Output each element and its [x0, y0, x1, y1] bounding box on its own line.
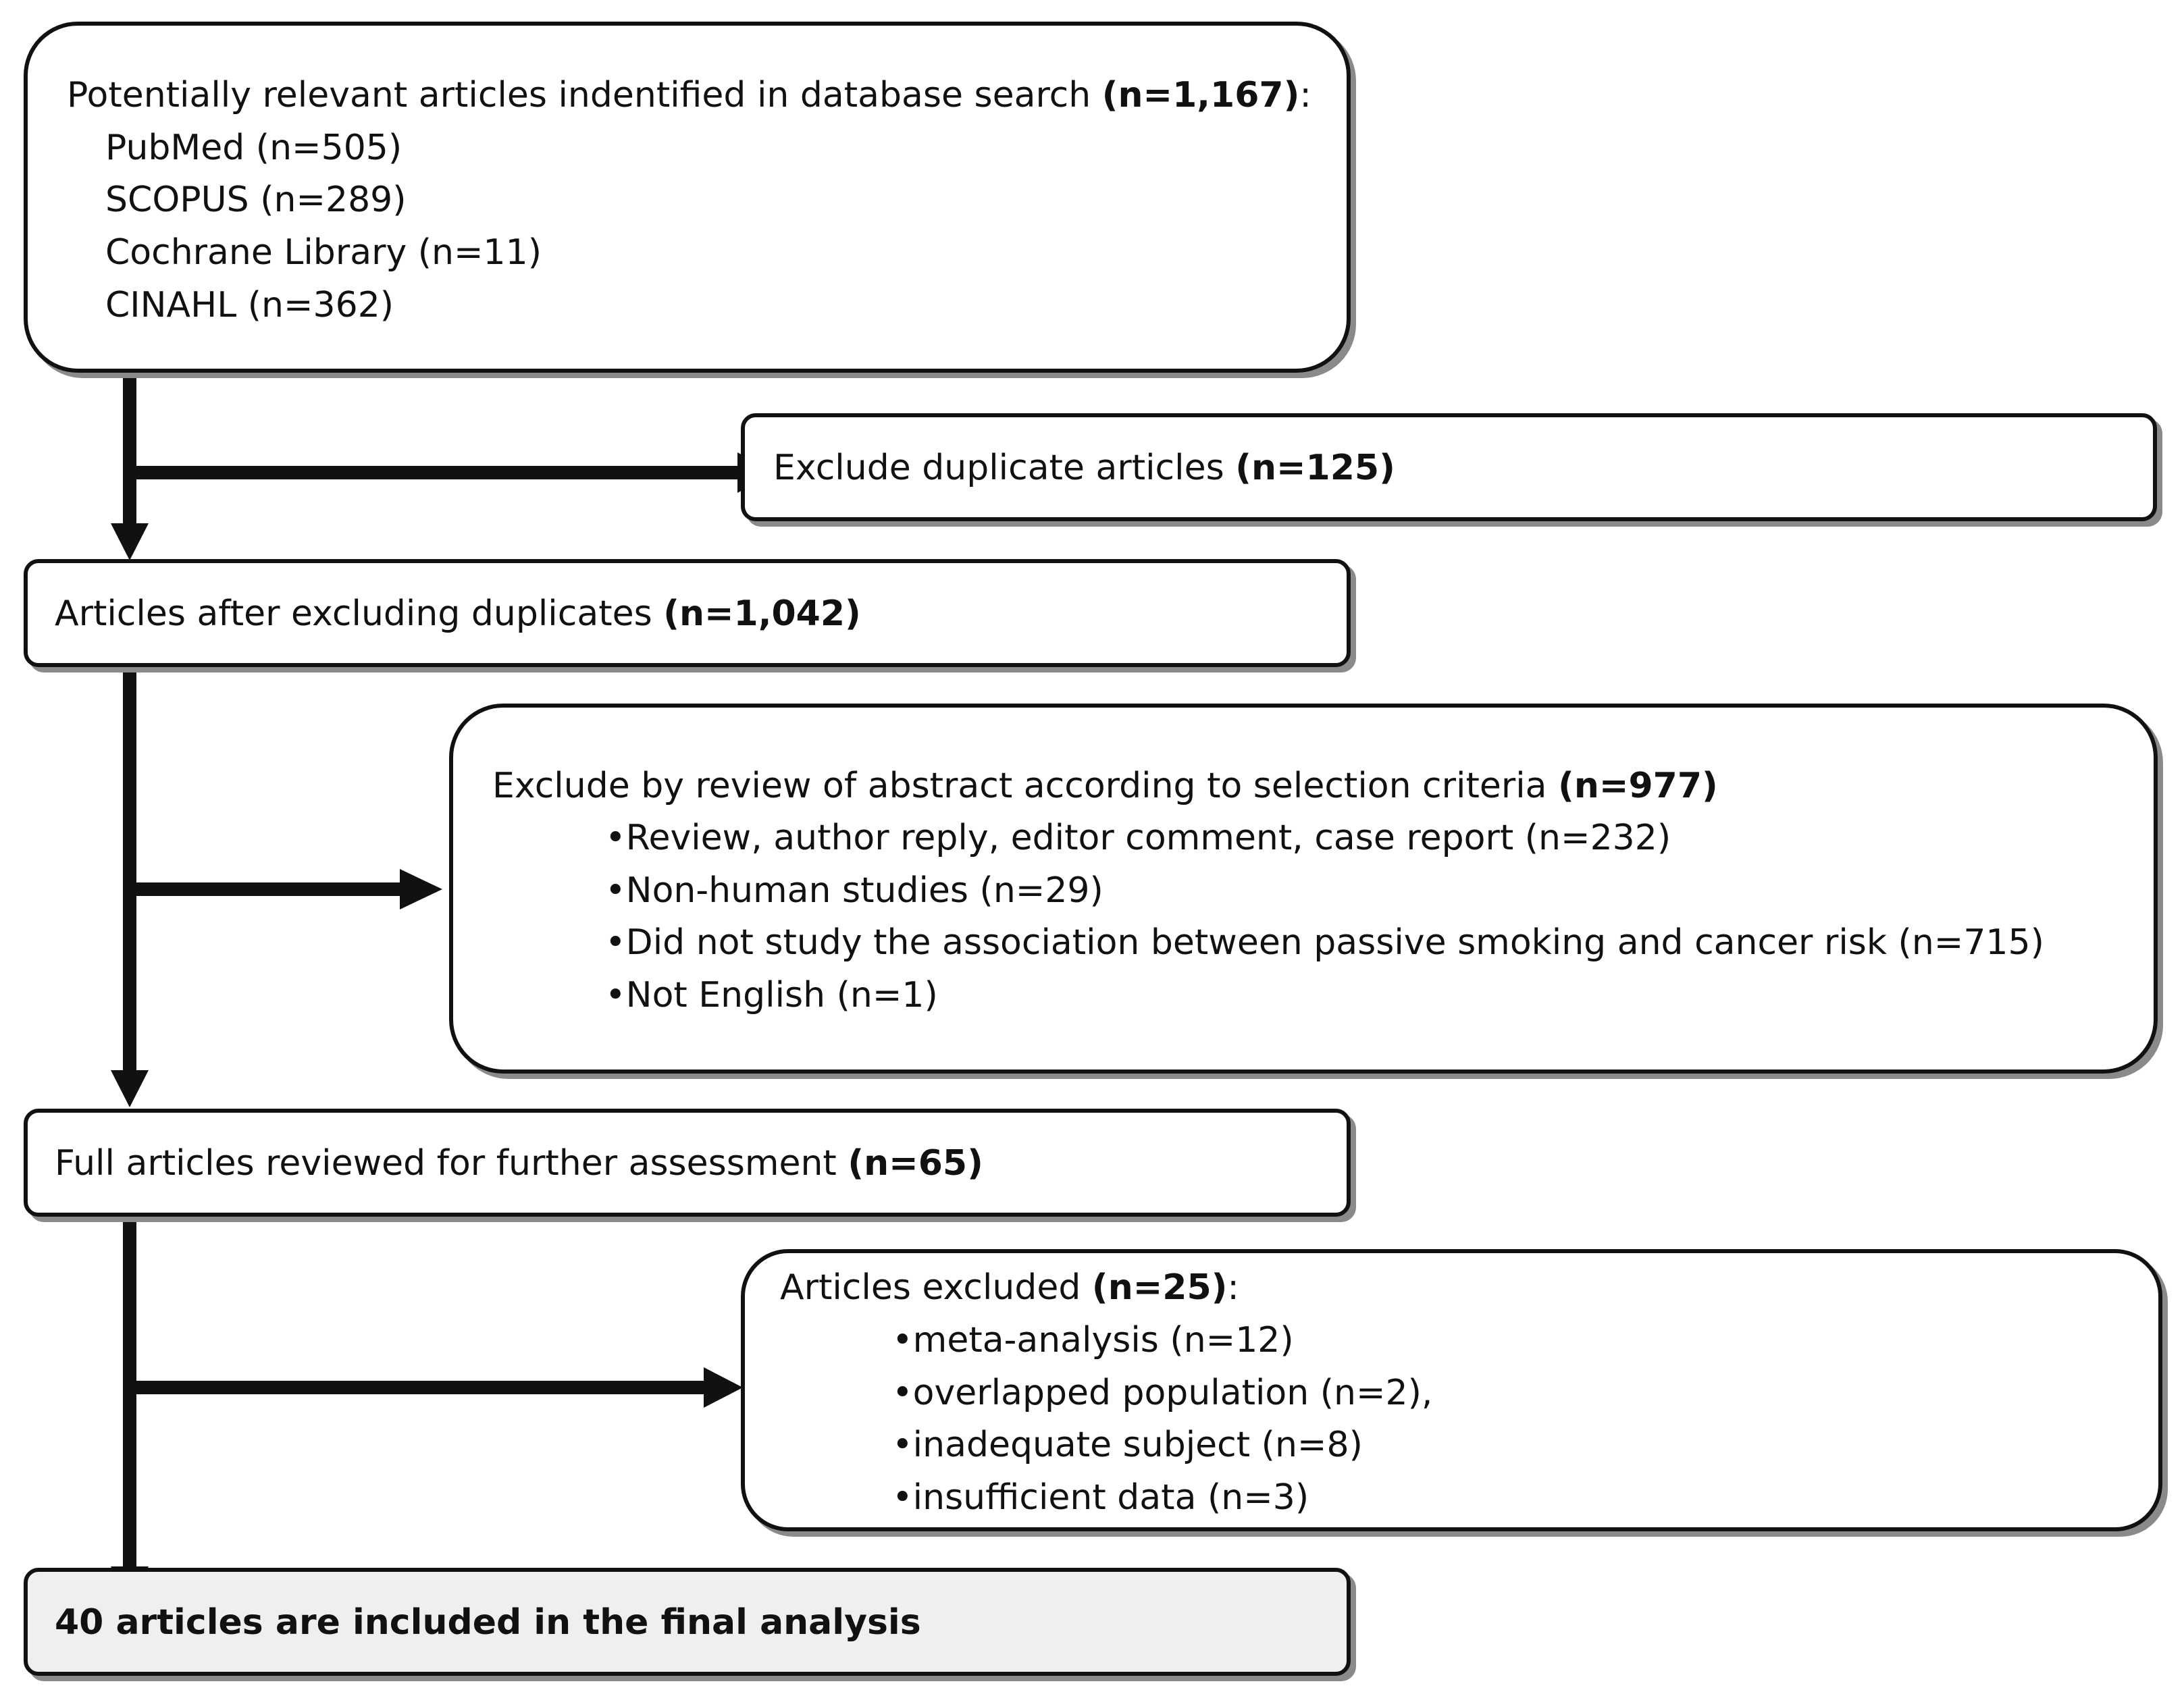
trunk-segment-2: [123, 665, 136, 1070]
full-text-excluded-heading: Articles excluded (n=25):: [780, 1267, 1239, 1308]
abstract-exclusion-item: •Review, author reply, editor comment, c…: [605, 818, 1671, 858]
full-text-excluded-box: Articles excluded (n=25): •meta-analysis…: [741, 1249, 2162, 1531]
trunk-segment-1: [123, 371, 136, 523]
branch-2: [123, 882, 400, 896]
abstract-review-excluded-box: Exclude by review of abstract according …: [449, 704, 2158, 1074]
final-analysis-label: 40 articles are included in the final an…: [55, 1602, 921, 1643]
full-articles-label: Full articles reviewed for further asses…: [55, 1143, 983, 1184]
source-scopus: SCOPUS (n=289): [105, 180, 407, 220]
arrow-head-down-1: [111, 523, 149, 560]
full-text-exclusion-item: •meta-analysis (n=12): [892, 1320, 1294, 1361]
full-text-exclusion-item: •insufficient data (n=3): [892, 1477, 1309, 1518]
full-text-exclusion-item: •inadequate subject (n=8): [892, 1425, 1363, 1465]
after-duplicates-label: Articles after excluding duplicates (n=1…: [55, 593, 861, 634]
full-articles-box: Full articles reviewed for further asses…: [24, 1109, 1351, 1217]
abstract-exclusion-item: •Not English (n=1): [605, 975, 938, 1015]
after-duplicates-box: Articles after excluding duplicates (n=1…: [24, 559, 1351, 667]
final-analysis-box: 40 articles are included in the final an…: [24, 1568, 1351, 1676]
duplicates-excluded-label: Exclude duplicate articles (n=125): [773, 448, 1395, 488]
full-text-exclusion-item: •overlapped population (n=2),: [892, 1373, 1433, 1413]
arrow-head-down-2: [111, 1070, 149, 1107]
source-cinahl: CINAHL (n=362): [105, 285, 394, 325]
duplicates-excluded-box: Exclude duplicate articles (n=125): [741, 413, 2157, 521]
branch-3: [130, 1381, 704, 1394]
source-cochrane: Cochrane Library (n=11): [105, 232, 542, 273]
abstract-review-heading: Exclude by review of abstract according …: [492, 766, 1718, 806]
abstract-exclusion-item: •Non-human studies (n=29): [605, 870, 1103, 911]
source-pubmed: PubMed (n=505): [105, 128, 402, 168]
arrow-head-right-2: [400, 869, 442, 909]
search-results-heading: Potentially relevant articles indentifie…: [67, 75, 1311, 115]
search-results-box: Potentially relevant articles indentifie…: [24, 22, 1351, 373]
branch-1: [130, 466, 737, 479]
arrow-head-right-3: [704, 1367, 743, 1408]
abstract-exclusion-item: •Did not study the association between p…: [605, 922, 2044, 963]
